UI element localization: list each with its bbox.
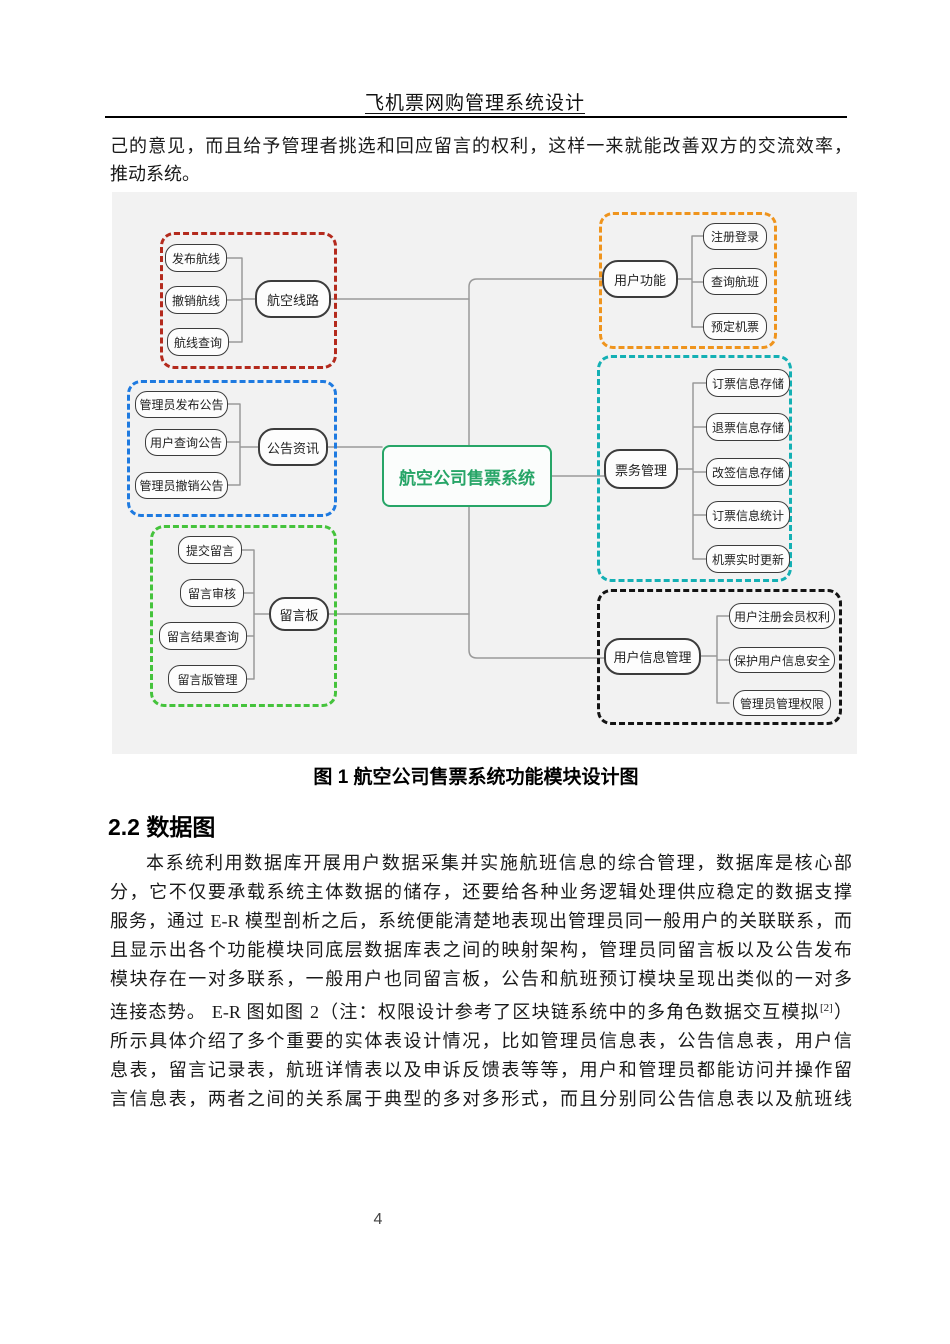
- body-line: 且显示出各个功能模块同底层数据库表之间的映射架构，管理员同留言板以及公告发布: [110, 940, 852, 960]
- node-refund-info-storage: 退票信息存储: [706, 413, 790, 441]
- node-message-result-query: 留言结果查询: [159, 622, 247, 650]
- node-publish-route: 发布航线: [165, 244, 227, 272]
- cluster-user-functions: [599, 212, 777, 349]
- node-ticket-management: 票务管理: [604, 449, 678, 489]
- page-header-title: 飞机票网购管理系统设计: [364, 93, 585, 114]
- body-line-text: ）: [832, 1002, 853, 1022]
- body-line-text: 连接态势。 E-R 图如图 2（注：权限设计参考了区块链系统中的多角色数据交互模…: [110, 1002, 820, 1022]
- page-number: 4: [373, 1211, 383, 1228]
- node-cancel-route: 撤销航线: [165, 286, 227, 314]
- body-line-with-citation: 连接态势。 E-R 图如图 2（注：权限设计参考了区块链系统中的多角色数据交互模…: [110, 994, 852, 1027]
- body-line: 息表，留言记录表，航班详情表以及申诉反馈表等等，用户和管理员都能访问并操作留: [110, 1060, 852, 1080]
- section-heading: 2.2 数据图: [108, 814, 216, 840]
- node-route-query: 航线查询: [167, 328, 229, 356]
- node-message-board-manage: 留言版管理: [168, 665, 247, 693]
- node-admin-cancel-announcement: 管理员撤销公告: [135, 472, 228, 499]
- intro-paragraph: 己的意见，而且给予管理者挑选和回应留言的权利，这样一来就能改善双方的交流效率， …: [110, 132, 852, 188]
- body-line: 本系统利用数据库开展用户数据采集并实施航班信息的综合管理，数据库是核心部: [146, 853, 852, 873]
- node-book-tickets: 预定机票: [703, 313, 767, 340]
- node-message-review: 留言审核: [180, 579, 244, 607]
- node-ticket-realtime-update: 机票实时更新: [706, 545, 790, 573]
- node-register-login: 注册登录: [703, 223, 767, 250]
- body-line: 分，它不仅要承载系统主体数据的储存，还要给各种业务逻辑处理供应稳定的数据支撑: [110, 882, 852, 902]
- cluster-message-board: [150, 525, 337, 707]
- node-system-root: 航空公司售票系统: [382, 445, 552, 507]
- body-line: 服务，通过 E-R 模型剖析之后，系统便能清楚地表现出管理员同一般用户的关联联系…: [110, 911, 852, 931]
- cluster-airline-routes: [160, 232, 337, 369]
- connector-lines: [226, 235, 730, 704]
- page-header: 飞机票网购管理系统设计: [0, 88, 950, 115]
- intro-line-1: 己的意见，而且给予管理者挑选和回应留言的权利，这样一来就能改善双方的交流效率，: [110, 136, 852, 156]
- node-user-query-announcement: 用户查询公告: [145, 429, 227, 456]
- cluster-ticket-management: [597, 355, 792, 582]
- node-protect-user-info: 保护用户信息安全: [729, 647, 835, 673]
- figure-1-diagram: 航空公司售票系统 发布航线 撤销航线 航线查询 航空线路 管理员发布公告 用户查…: [112, 192, 857, 754]
- node-message-board: 留言板: [269, 597, 329, 631]
- node-airline-routes: 航空线路: [255, 280, 331, 318]
- node-booking-info-stats: 订票信息统计: [706, 501, 790, 529]
- body-line: 模块存在一对多联系，一般用户也同留言板，公告和航班预订模块呈现出类似的一对多: [110, 969, 852, 989]
- node-announcements: 公告资讯: [258, 428, 328, 466]
- node-submit-message: 提交留言: [178, 536, 242, 564]
- node-admin-publish-announcement: 管理员发布公告: [135, 391, 228, 418]
- node-rebooking-info-storage: 改签信息存储: [706, 458, 790, 486]
- body-line: 所示具体介绍了多个重要的实体表设计情况，比如管理员信息表，公告信息表，用户信: [110, 1031, 852, 1051]
- cluster-announcements: [127, 380, 337, 517]
- node-member-rights: 用户注册会员权利: [729, 603, 835, 629]
- node-user-functions: 用户功能: [602, 260, 678, 298]
- cluster-user-info-management: [597, 589, 842, 725]
- intro-line-2: 推动系统。: [110, 164, 200, 184]
- node-user-info-management: 用户信息管理: [604, 638, 701, 675]
- node-admin-permissions: 管理员管理权限: [733, 690, 831, 716]
- citation-ref: [2]: [819, 1002, 833, 1014]
- node-booking-info-storage: 订票信息存储: [706, 369, 790, 397]
- section-paragraph: 本系统利用数据库开展用户数据采集并实施航班信息的综合管理，数据库是核心部 分，它…: [110, 849, 852, 1114]
- figure-caption: 图 1 航空公司售票系统功能模块设计图: [313, 767, 639, 788]
- header-rule: [105, 116, 847, 118]
- node-query-flights: 查询航班: [703, 268, 767, 295]
- body-line: 言信息表，两者之间的关系属于典型的多对多形式，而且分别同公告信息表以及航班线: [110, 1089, 852, 1109]
